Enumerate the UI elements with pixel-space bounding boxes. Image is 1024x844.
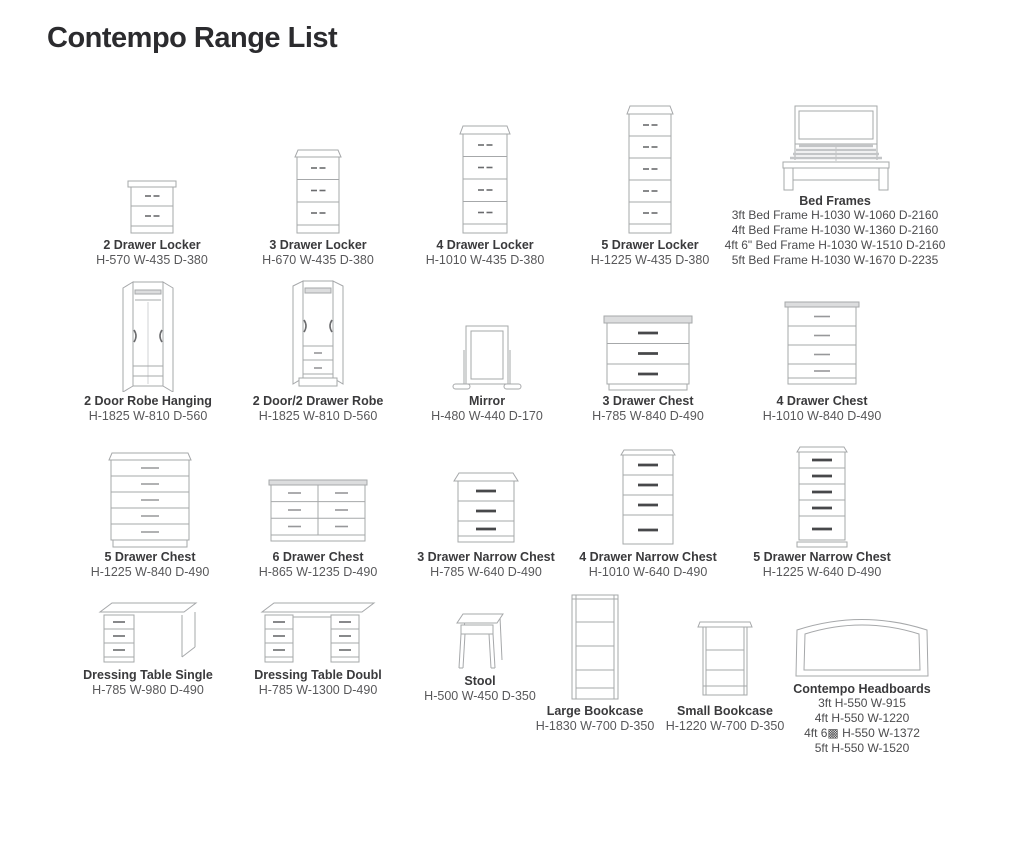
product-card-large-bookcase: Large Bookcase H-1830 W-700 D-350: [520, 590, 670, 733]
product-name: 2 Door/2 Drawer Robe: [252, 394, 384, 408]
product-card-2-door-2-drawer-robe: 2 Door/2 Drawer Robe H-1825 W-810 D-560: [233, 276, 403, 423]
stool-drawing: [395, 600, 565, 672]
3-drawer-chest-drawing: [563, 276, 733, 392]
product-name: 4 Drawer Narrow Chest: [579, 550, 717, 564]
product-card-5-drawer-chest: 5 Drawer Chest H-1225 W-840 D-490: [65, 446, 235, 579]
4-drawer-chest-drawing: [737, 276, 907, 392]
product-dims: H-1010 W-840 D-490: [762, 409, 882, 423]
product-card-mirror: Mirror H-480 W-440 D-170: [402, 276, 572, 423]
5-drawer-chest-drawing: [65, 446, 235, 548]
product-name: Large Bookcase: [546, 704, 644, 718]
product-dims: H-1830 W-700 D-350: [535, 719, 655, 733]
product-card-6-drawer-chest: 6 Drawer Chest H-865 W-1235 D-490: [233, 446, 403, 579]
product-dims: H-1010 W-435 D-380: [425, 253, 545, 267]
dressing-table-single-drawing: [58, 598, 238, 666]
mirror-drawing: [402, 276, 572, 392]
product-card-small-bookcase: Small Bookcase H-1220 W-700 D-350: [650, 590, 800, 733]
product-dims: H-785 W-640 D-490: [430, 565, 542, 579]
product-name: Stool: [464, 674, 496, 688]
large-bookcase-drawing: [520, 590, 670, 702]
product-card-5-drawer-locker: 5 Drawer Locker H-1225 W-435 D-380: [565, 100, 735, 267]
headboard-size-4ft: 4ft H-550 W-1220: [814, 711, 910, 725]
product-name: 3 Drawer Locker: [269, 238, 367, 252]
product-dims: H-480 W-440 D-170: [431, 409, 543, 423]
product-card-3-drawer-chest: 3 Drawer Chest H-785 W-840 D-490: [563, 276, 733, 423]
product-card-stool: Stool H-500 W-450 D-350: [395, 600, 565, 703]
product-card-3-drawer-locker: 3 Drawer Locker H-670 W-435 D-380: [233, 100, 403, 267]
bed-frame-size-3ft: 3ft Bed Frame H-1030 W-1060 D-2160: [731, 208, 939, 222]
product-dims: H-1825 W-810 D-560: [88, 409, 208, 423]
product-name: 2 Drawer Locker: [103, 238, 201, 252]
3-drawer-narrow-chest-drawing: [401, 446, 571, 548]
small-bookcase-drawing: [650, 590, 800, 702]
product-card-dressing-table-double: Dressing Table Doubl H-785 W-1300 D-490: [228, 598, 408, 697]
product-dims: H-1225 W-435 D-380: [590, 253, 710, 267]
bed-frame-size-5ft: 5ft Bed Frame H-1030 W-1670 D-2235: [731, 253, 939, 267]
product-dims: H-785 W-980 D-490: [92, 683, 204, 697]
product-card-4-drawer-chest: 4 Drawer Chest H-1010 W-840 D-490: [737, 276, 907, 423]
4-drawer-locker-drawing: [400, 100, 570, 236]
product-name: Bed Frames: [799, 194, 871, 208]
product-name: 6 Drawer Chest: [272, 550, 364, 564]
headboard-size-4ft6: 4ft 6▩ H-550 W-1372: [804, 726, 920, 740]
headboard-size-5ft: 5ft H-550 W-1520: [814, 741, 910, 755]
6-drawer-chest-drawing: [233, 446, 403, 548]
product-name: 4 Drawer Locker: [436, 238, 534, 252]
product-name: Contempo Headboards: [793, 682, 931, 696]
product-dims: H-500 W-450 D-350: [424, 689, 536, 703]
robe-drawer-drawing: [233, 276, 403, 392]
product-name: Dressing Table Doubl: [254, 668, 382, 682]
product-name: 2 Door Robe Hanging: [84, 394, 212, 408]
bed-frame-size-4ft6: 4ft 6" Bed Frame H-1030 W-1510 D-2160: [724, 238, 946, 252]
3-drawer-locker-drawing: [233, 100, 403, 236]
headboard-size-3ft: 3ft H-550 W-915: [818, 696, 906, 710]
headboard-drawing: [752, 600, 972, 680]
product-dims: H-785 W-1300 D-490: [258, 683, 378, 697]
product-name: 3 Drawer Narrow Chest: [417, 550, 555, 564]
product-dims: H-785 W-840 D-490: [592, 409, 704, 423]
4-drawer-narrow-chest-drawing: [563, 446, 733, 548]
product-card-4-drawer-locker: 4 Drawer Locker H-1010 W-435 D-380: [400, 100, 570, 267]
product-dims: H-865 W-1235 D-490: [258, 565, 378, 579]
5-drawer-narrow-chest-drawing: [737, 446, 907, 548]
product-name: Dressing Table Single: [83, 668, 213, 682]
product-name: 5 Drawer Locker: [601, 238, 699, 252]
product-card-3-drawer-narrow-chest: 3 Drawer Narrow Chest H-785 W-640 D-490: [401, 446, 571, 579]
product-name: 5 Drawer Chest: [104, 550, 196, 564]
product-name: Small Bookcase: [677, 704, 773, 718]
product-dims: H-670 W-435 D-380: [262, 253, 374, 267]
product-card-2-drawer-locker: 2 Drawer Locker H-570 W-435 D-380: [67, 100, 237, 267]
product-card-dressing-table-single: Dressing Table Single H-785 W-980 D-490: [58, 598, 238, 697]
product-dims: H-1225 W-840 D-490: [90, 565, 210, 579]
product-dims: H-1825 W-810 D-560: [258, 409, 378, 423]
2-drawer-locker-drawing: [67, 100, 237, 236]
robe-hanging-drawing: [63, 276, 233, 392]
product-card-5-drawer-narrow-chest: 5 Drawer Narrow Chest H-1225 W-640 D-490: [737, 446, 907, 579]
5-drawer-locker-drawing: [565, 100, 735, 236]
product-card-contempo-headboards: Contempo Headboards 3ft H-550 W-915 4ft …: [752, 600, 972, 756]
product-name: Mirror: [468, 394, 506, 408]
product-name: 5 Drawer Narrow Chest: [753, 550, 891, 564]
bed-frame-drawing: [715, 100, 955, 192]
product-card-4-drawer-narrow-chest: 4 Drawer Narrow Chest H-1010 W-640 D-490: [563, 446, 733, 579]
page-title: Contempo Range List: [47, 22, 338, 54]
product-dims: H-1010 W-640 D-490: [588, 565, 708, 579]
bed-frame-size-4ft: 4ft Bed Frame H-1030 W-1360 D-2160: [731, 223, 939, 237]
product-card-bed-frames: Bed Frames 3ft Bed Frame H-1030 W-1060 D…: [715, 100, 955, 268]
product-dims: H-1220 W-700 D-350: [665, 719, 785, 733]
product-dims: H-570 W-435 D-380: [96, 253, 208, 267]
product-dims: H-1225 W-640 D-490: [762, 565, 882, 579]
product-card-2-door-robe-hanging: 2 Door Robe Hanging H-1825 W-810 D-560: [63, 276, 233, 423]
product-name: 4 Drawer Chest: [776, 394, 868, 408]
dressing-table-double-drawing: [228, 598, 408, 666]
product-name: 3 Drawer Chest: [602, 394, 694, 408]
